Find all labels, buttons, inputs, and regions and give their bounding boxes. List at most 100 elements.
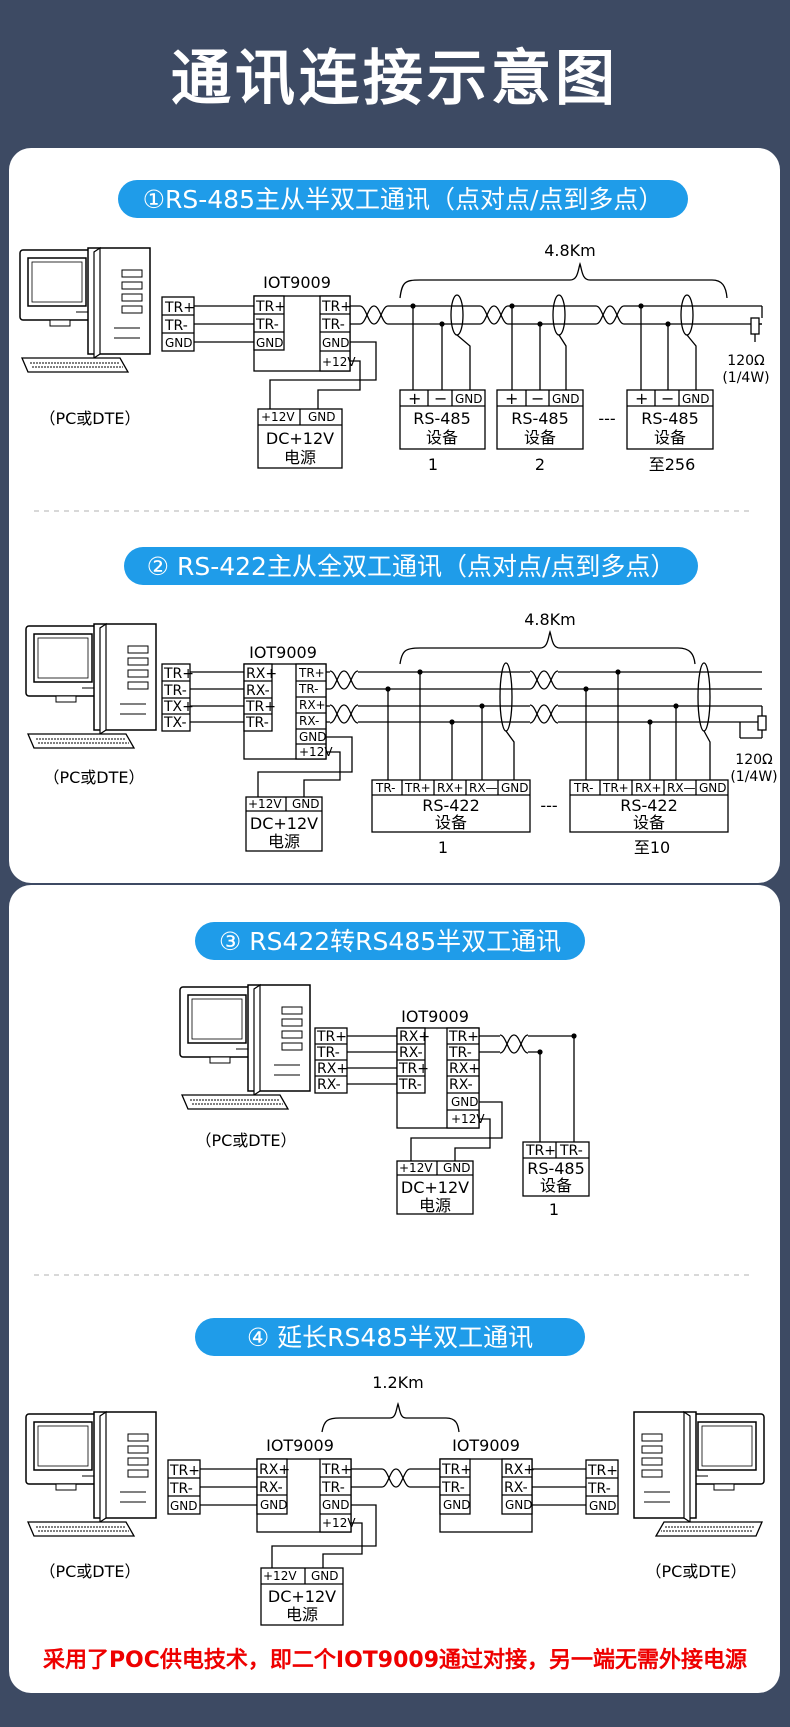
svg-text:GND: GND xyxy=(299,730,327,744)
svg-text:TR-: TR- xyxy=(587,1481,611,1497)
power-gnd: GND xyxy=(292,797,320,811)
power-supply-box xyxy=(396,1160,474,1215)
iot-label: IOT9009 xyxy=(249,643,317,662)
svg-text:TR+: TR+ xyxy=(316,1029,347,1045)
pc-icon xyxy=(19,247,151,373)
section-2-heading: ② RS-422主从全双工通讯（点对点/点到多点） xyxy=(147,552,676,581)
svg-text:GND: GND xyxy=(455,392,483,406)
terminator-wattage: (1/4W) xyxy=(722,370,769,386)
device-number: 1 xyxy=(428,455,438,474)
power-12v: +12V xyxy=(261,410,295,424)
svg-text:RX—: RX— xyxy=(667,781,696,795)
svg-text:TR+: TR+ xyxy=(245,699,276,715)
rs485-device: TR+ TR- RS-485 设备 1 xyxy=(522,1141,590,1219)
svg-text:RX+: RX+ xyxy=(259,1462,290,1478)
power-dc-label: DC+12V xyxy=(401,1178,469,1197)
section-1-heading: ①RS-485主从半双工通讯（点对点/点到多点） xyxy=(143,185,664,214)
pc-port-box xyxy=(161,296,195,352)
power-12v: +12V xyxy=(399,1161,433,1175)
rs485-device-2: + − GND RS-485 设备 2 xyxy=(496,389,584,474)
svg-text:TR-: TR- xyxy=(298,682,319,696)
svg-text:+: + xyxy=(505,389,518,408)
rs485-device-256: + − GND RS-485 设备 至256 xyxy=(626,389,714,474)
svg-text:RX+: RX+ xyxy=(635,781,662,795)
svg-text:TR-: TR- xyxy=(245,715,269,731)
svg-text:GND: GND xyxy=(699,781,727,795)
pc-label: （PC或DTE） xyxy=(195,1131,296,1150)
svg-text:TR-: TR- xyxy=(573,781,594,795)
pc-port-box-left xyxy=(167,1459,201,1515)
svg-text:GND: GND xyxy=(322,1498,350,1512)
svg-text:RX-: RX- xyxy=(504,1480,528,1496)
svg-text:GND: GND xyxy=(501,781,529,795)
pc-icon xyxy=(25,623,157,749)
power-dc-label: DC+12V xyxy=(268,1587,336,1606)
pc-icon-right xyxy=(634,1412,764,1536)
device-number: 至10 xyxy=(634,838,670,857)
iot-left-gnd: GND xyxy=(256,336,284,350)
svg-text:TR-: TR- xyxy=(441,1480,465,1496)
power-supply-box xyxy=(245,796,323,852)
svg-text:TR+: TR+ xyxy=(163,666,194,682)
rs422-device-10: TR- TR+ RX+ RX— GND RS-422 设备 至10 xyxy=(569,779,729,857)
iot-2-label: IOT9009 xyxy=(452,1436,520,1455)
svg-text:RX-: RX- xyxy=(246,683,270,699)
svg-text:GND: GND xyxy=(682,392,710,406)
terminator-resistance: 120Ω xyxy=(735,752,773,768)
pc-icon-left xyxy=(25,1411,157,1537)
power-name: 电源 xyxy=(284,448,316,467)
svg-text:TR+: TR+ xyxy=(169,1463,200,1479)
svg-text:设备: 设备 xyxy=(426,428,458,447)
distance-label: 4.8Km xyxy=(544,241,596,260)
svg-text:TR-: TR- xyxy=(398,1077,422,1093)
distance-label: 4.8Km xyxy=(524,610,576,629)
svg-text:GND: GND xyxy=(589,1499,617,1513)
svg-text:RX+: RX+ xyxy=(299,698,326,712)
svg-text:GND: GND xyxy=(443,1498,471,1512)
iot-left-tr-plus: TR+ xyxy=(255,299,286,315)
svg-text:GND: GND xyxy=(552,392,580,406)
power-gnd: GND xyxy=(311,1569,339,1583)
power-12v: +12V xyxy=(248,797,282,811)
pc-port-tr-minus: TR- xyxy=(164,318,188,334)
power-dc-label: DC+12V xyxy=(266,429,334,448)
section-4-heading: ④ 延长RS485半双工通讯 xyxy=(247,1323,533,1352)
svg-text:RS-422: RS-422 xyxy=(422,796,480,815)
svg-text:−: − xyxy=(661,389,674,408)
iot-right-gnd: GND xyxy=(322,336,350,350)
section-4-heading-pill xyxy=(195,1318,585,1356)
pc-label: （PC或DTE） xyxy=(39,409,140,428)
section-3: ③ RS422转RS485半双工通讯 （PC或DTE） TR+ TR- RX+ … xyxy=(34,922,752,1276)
svg-text:RX+: RX+ xyxy=(504,1462,535,1478)
svg-text:GND: GND xyxy=(260,1498,288,1512)
section-2: ② RS-422主从全双工通讯（点对点/点到多点） （PC或DTE） TR+ T… xyxy=(25,547,778,857)
device-number: 1 xyxy=(438,838,448,857)
svg-text:TR-: TR- xyxy=(163,683,187,699)
svg-text:+12V: +12V xyxy=(451,1112,485,1126)
power-gnd: GND xyxy=(443,1161,471,1175)
svg-text:TR+: TR+ xyxy=(398,1061,429,1077)
device-number: 2 xyxy=(535,455,545,474)
svg-text:+12V: +12V xyxy=(322,1516,356,1530)
svg-text:TX-: TX- xyxy=(163,715,187,731)
footer-note: 采用了POC供电技术，即二个IOT9009通过对接，另一端无需外接电源 xyxy=(42,1648,748,1673)
svg-text:TR-: TR- xyxy=(169,1481,193,1497)
svg-text:RX+: RX+ xyxy=(399,1029,430,1045)
svg-text:RX+: RX+ xyxy=(437,781,464,795)
power-dc-label: DC+12V xyxy=(250,814,318,833)
pc-label-left: （PC或DTE） xyxy=(39,1562,140,1581)
svg-text:TR+: TR+ xyxy=(587,1463,618,1479)
pc-port-tr-plus: TR+ xyxy=(164,300,195,316)
iot-label: IOT9009 xyxy=(263,273,331,292)
svg-text:设备: 设备 xyxy=(540,1176,572,1195)
svg-text:TR+: TR+ xyxy=(525,1143,556,1159)
distance-label: 1.2Km xyxy=(372,1373,424,1392)
section-3-heading-pill xyxy=(195,922,585,960)
power-name: 电源 xyxy=(268,832,300,851)
iot-left-tr-minus: TR- xyxy=(255,317,279,333)
section-1-heading-pill xyxy=(118,180,688,218)
svg-text:设备: 设备 xyxy=(654,428,686,447)
svg-text:RS-485: RS-485 xyxy=(511,409,569,428)
svg-text:TR-: TR- xyxy=(559,1143,583,1159)
rs485-device-1: + − GND RS-485 设备 1 xyxy=(399,389,486,474)
